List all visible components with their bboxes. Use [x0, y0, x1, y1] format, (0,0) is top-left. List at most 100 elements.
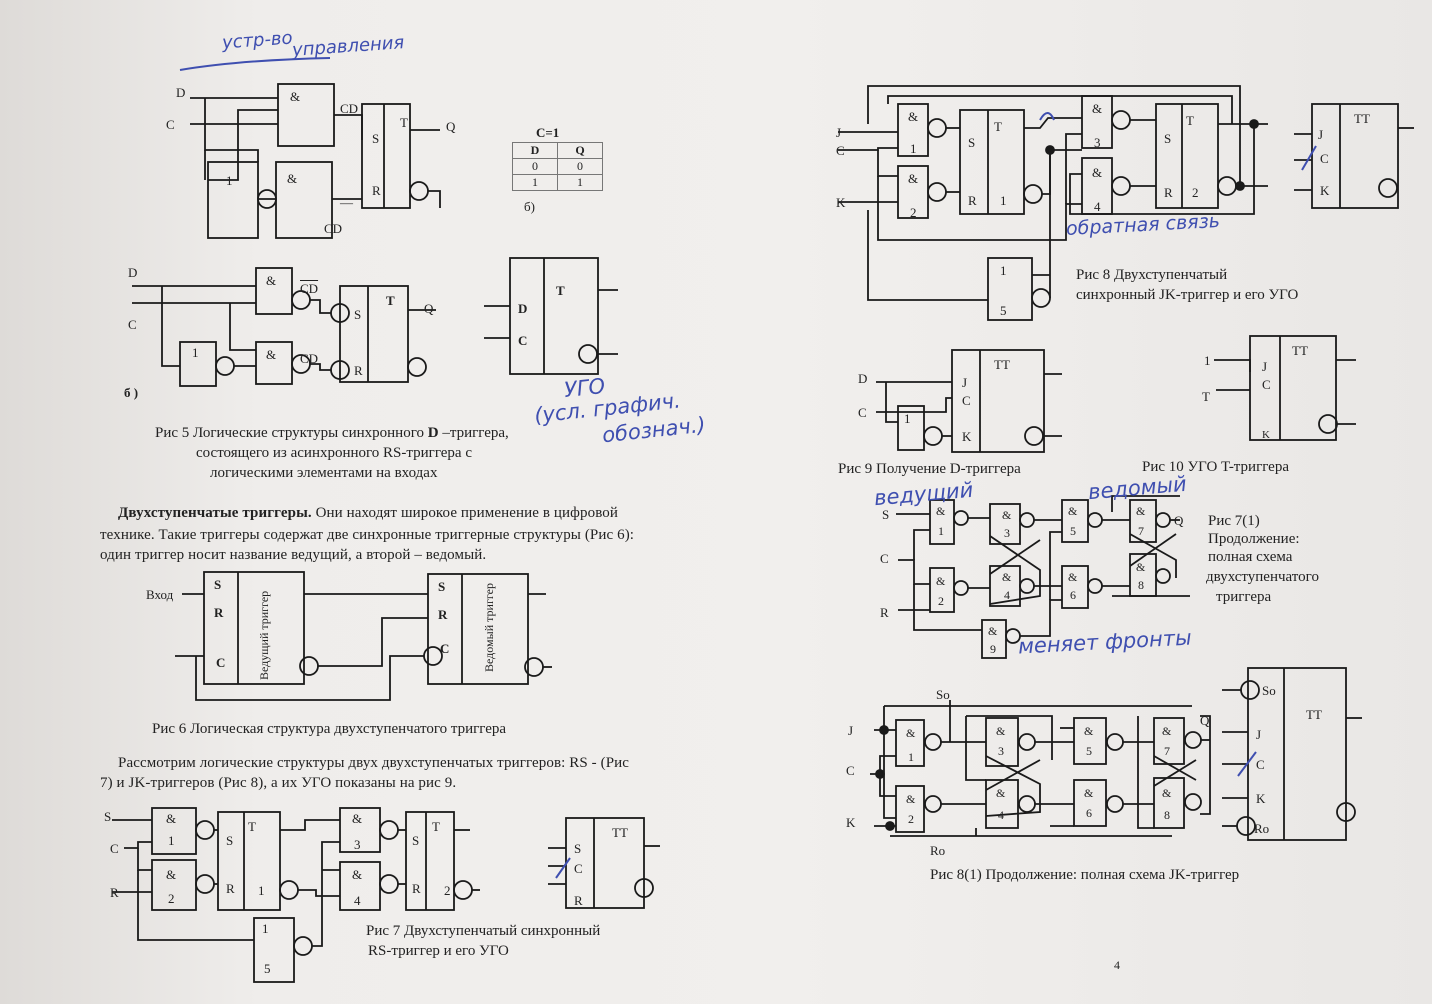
fig7-ff1-n: 1 [258, 883, 265, 898]
fig81-caption: Рис 8(1) Продолжение: полная схема JK-тр… [930, 867, 1240, 883]
fig9-c2: C [962, 393, 971, 408]
fig6-input-label: Вход [146, 587, 174, 602]
fig8-n1: 1 [910, 141, 917, 156]
fig5-caption: Рис 5 Логические структуры синхронного D… [155, 425, 509, 441]
fig81-q: Q [1200, 713, 1210, 728]
fig5b-t: T [386, 293, 395, 308]
fig8-ff2-s: S [1164, 131, 1172, 146]
fig8-and2: & [908, 171, 919, 186]
fig5b-sub: б ) [124, 385, 139, 400]
fig7-ugo-r: R [574, 893, 583, 908]
fig71-n6: 6 [1070, 588, 1076, 602]
fig8-ff2-r: R [1164, 185, 1173, 200]
fig81-and4: & [996, 786, 1006, 800]
fig71-n9: 9 [990, 642, 996, 656]
fig9-c: C [858, 405, 867, 420]
fig8-circuit [838, 85, 1268, 321]
fig10-circuit [1214, 335, 1356, 441]
section-line-2: технике. Такие триггеры содержат две син… [100, 527, 635, 543]
fig6-r2: R [438, 607, 448, 622]
fig81-and3: & [996, 724, 1006, 738]
fig5a-label-c: C [166, 117, 175, 132]
fig5a-not: 1 [226, 173, 233, 188]
fig9-tt: TT [994, 357, 1010, 372]
fig7-n4: 4 [354, 893, 361, 908]
fig5-sub-b: б) [524, 199, 535, 214]
th-d: D [512, 142, 558, 159]
fig71-and7: & [1136, 504, 1146, 518]
fig5b-label-c: C [128, 317, 137, 332]
fig8-n5: 5 [1000, 303, 1007, 318]
fig9-not: 1 [904, 411, 911, 426]
fig71-and3: & [1002, 508, 1012, 522]
fig7-caption-1: Рис 7 Двухступенчатый синхронный [366, 923, 601, 939]
fig10-caption: Рис 10 УГО T-триггера [1142, 459, 1289, 475]
td-0-0: 0 [512, 158, 558, 175]
fig5b-q: Q [424, 301, 434, 316]
fig7-and1: & [166, 811, 177, 826]
fig9-d: D [858, 371, 868, 386]
ugo-full-ro: Ro [1254, 821, 1270, 836]
fig81-n7: 7 [1164, 744, 1170, 758]
fig5a-r: R [372, 183, 381, 198]
fig5b-circuit [132, 267, 436, 387]
fig8-ugo-k: K [1320, 183, 1330, 198]
fig8-and3: & [1092, 101, 1103, 116]
fig5a-label-d: D [176, 85, 186, 100]
fig6-master-label: Ведущий триггер [257, 590, 271, 680]
ugo-jk-tt-full [1222, 667, 1362, 841]
fig7-ff2-r: R [412, 881, 421, 896]
fig6-circuit [175, 571, 552, 701]
fig7-r: R [110, 885, 119, 900]
fig81-j: J [848, 723, 854, 738]
fig8-not: 1 [1000, 263, 1007, 278]
fig6-s2: S [438, 579, 446, 594]
handwriting-marks [179, 57, 1055, 121]
fig8-ff2-t: T [1186, 113, 1194, 128]
fig81-and7: & [1162, 724, 1172, 738]
fig5b-r: R [354, 363, 363, 378]
fig10-t: T [1202, 389, 1210, 404]
fig71-q: Q [1174, 513, 1184, 528]
fig9-j: J [962, 375, 968, 390]
fig8-ff1-s: S [968, 135, 976, 150]
fig8-c: C [836, 143, 845, 158]
fig81-and1: & [906, 726, 916, 740]
fig7-ugo-c: C [574, 861, 583, 876]
ugo-d [484, 257, 618, 375]
fig8-ff1-n: 1 [1000, 193, 1007, 208]
fig71-cap-1: Рис 7(1) [1208, 513, 1260, 529]
fig5a-t: T [400, 115, 408, 130]
fig7-caption-2: RS-триггер и его УГО [368, 943, 509, 959]
truth-table-title: C=1 [536, 125, 560, 140]
fig7-ff2-s: S [412, 833, 420, 848]
fig8-caption-2: синхронный JK-триггер и его УГО [1076, 287, 1299, 303]
fig81-n8: 8 [1164, 808, 1170, 822]
fig7-c: C [110, 841, 119, 856]
fig6-slave-label: Ведомый триггер [482, 583, 496, 672]
page-number: 4 [1114, 958, 1120, 972]
fig71-r: R [880, 605, 889, 620]
fig10-c: C [1262, 377, 1271, 392]
fig81-n2: 2 [908, 812, 914, 826]
th-q: Q [557, 142, 603, 159]
fig10-k: K [1262, 429, 1270, 441]
fig81-and8: & [1162, 786, 1172, 800]
fig7-1-circuit [896, 495, 1190, 659]
fig5b-label-d: D [128, 265, 138, 280]
fig71-and6: & [1068, 570, 1078, 584]
fig5b-cd-top: CD [300, 281, 319, 296]
ugo-full-tt: TT [1306, 707, 1322, 722]
td-1-0: 1 [512, 174, 558, 191]
fig7-n2: 2 [168, 891, 175, 906]
fig71-n2: 2 [938, 594, 944, 608]
fig8-1-circuit [870, 700, 1211, 837]
fig7-ff2-t: T [432, 819, 440, 834]
fig7-and2: & [166, 867, 177, 882]
fig9-circuit [876, 349, 1062, 453]
fig8-and1: & [908, 109, 919, 124]
fig7-n1: 1 [168, 833, 175, 848]
fig5a-cd-top: CD [340, 101, 359, 116]
